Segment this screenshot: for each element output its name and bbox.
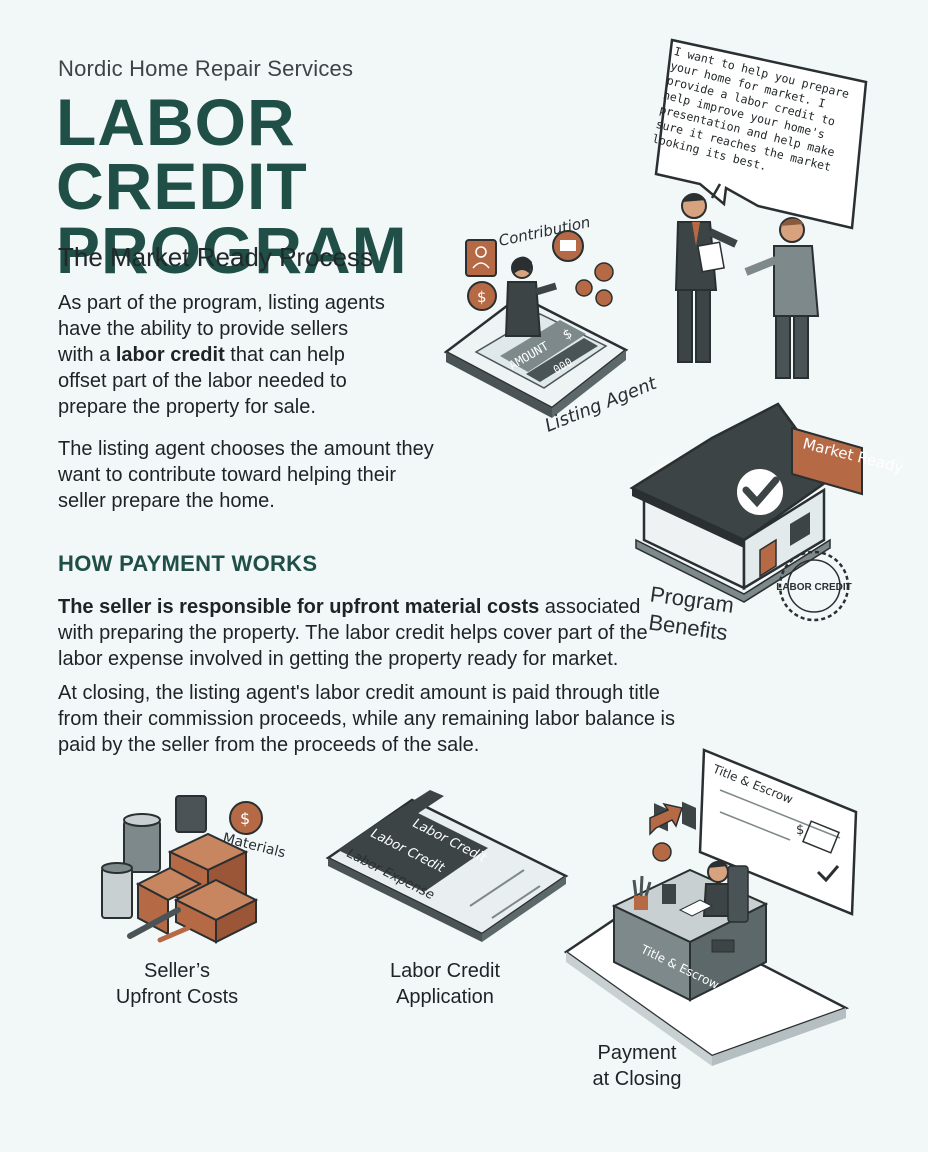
labor-credit-stamp-text: LABOR CREDIT <box>776 582 852 593</box>
agent-talking-figure <box>674 193 738 363</box>
title-escrow-check <box>698 748 858 916</box>
payment-paragraph-2: At closing, the listing agent's labor cr… <box>58 682 675 756</box>
closing-desk <box>611 860 769 1002</box>
arrow-icon <box>649 802 683 862</box>
svg-text:$: $ <box>477 288 487 306</box>
speech-bubble <box>654 38 868 230</box>
payment-heading: HOW PAYMENT WORKS <box>58 551 318 576</box>
contribution-tablet <box>443 294 629 418</box>
labor-credit-emphasis: labor credit <box>115 344 225 366</box>
svg-text:$: $ <box>240 809 250 828</box>
page-subtitle: The Market Ready Process <box>58 242 374 272</box>
page-title: LABOR CREDIT PROGRAM <box>56 85 408 287</box>
brand-name: Nordic Home Repair Services <box>58 56 354 81</box>
listing-agent-figure <box>504 256 558 337</box>
seller-figure <box>744 217 820 379</box>
labor-credit-stamp <box>778 550 850 622</box>
market-ready-sign <box>791 426 863 496</box>
contribution-icons: $ <box>465 230 614 311</box>
materials-pile: $ <box>101 795 263 944</box>
intro-paragraph-2: The listing agent chooses the amount the… <box>58 438 434 512</box>
seller-responsibility-emphasis: The seller is responsible for upfront ma… <box>58 596 540 618</box>
check-dollar-sign: $ <box>796 823 804 838</box>
payment-paragraph-1: The seller is responsible for upfront ma… <box>58 596 648 670</box>
labor-credit-card <box>325 790 569 942</box>
intro-paragraph-1: As part of the program, listing agents h… <box>58 292 385 418</box>
